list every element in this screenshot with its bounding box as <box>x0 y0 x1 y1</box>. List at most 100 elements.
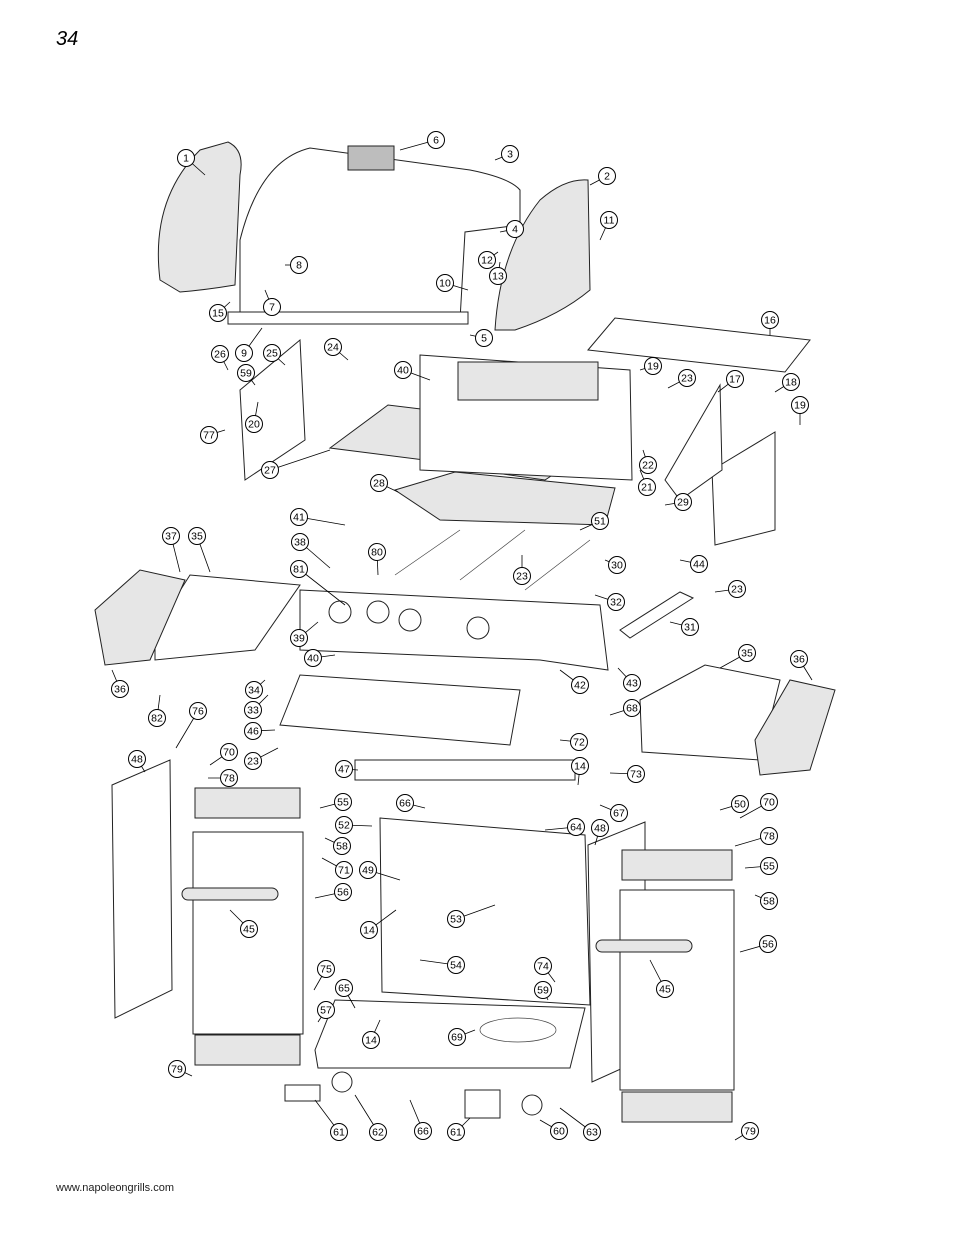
part-callout-10: 10 <box>436 274 454 292</box>
part-callout-79: 79 <box>168 1060 186 1078</box>
part-callout-36: 36 <box>111 680 129 698</box>
callout-circle <box>304 649 322 667</box>
part-callout-62: 62 <box>369 1123 387 1141</box>
part-callout-41: 41 <box>290 508 308 526</box>
callout-circle <box>334 793 352 811</box>
burner-tubes <box>394 529 591 591</box>
callout-number: 37 <box>165 531 177 543</box>
part-callout-25: 25 <box>263 344 281 362</box>
callout-circle <box>534 957 552 975</box>
part-callout-23: 23 <box>513 567 531 585</box>
callout-circle <box>760 827 778 845</box>
callout-circle <box>359 861 377 879</box>
part-callout-38: 38 <box>291 533 309 551</box>
callout-number: 55 <box>763 861 775 873</box>
lid-end-cap-left <box>157 141 242 293</box>
callout-number: 20 <box>248 419 260 431</box>
part-callout-40: 40 <box>394 361 412 379</box>
callout-circle <box>447 1123 465 1141</box>
callout-circle <box>317 1001 335 1019</box>
callout-number: 36 <box>114 684 126 696</box>
callout-number: 31 <box>684 622 696 634</box>
callout-circle <box>591 512 609 530</box>
part-callout-70: 70 <box>760 793 778 811</box>
leader-line <box>269 449 331 471</box>
part-callout-3: 3 <box>501 145 519 163</box>
part-callout-52: 52 <box>335 816 353 834</box>
callout-circle <box>335 760 353 778</box>
callout-number: 29 <box>677 497 689 509</box>
callout-number: 40 <box>397 365 409 377</box>
part-callout-66: 66 <box>414 1122 432 1140</box>
callout-circle <box>570 733 588 751</box>
callout-circle <box>475 329 493 347</box>
callout-circle <box>244 722 262 740</box>
door-trim-bottom-left <box>194 1034 301 1066</box>
part-callout-18: 18 <box>782 373 800 391</box>
temperature-gauge <box>347 145 395 171</box>
part-callout-4: 4 <box>506 220 524 238</box>
callout-number: 61 <box>450 1127 462 1139</box>
callout-circle <box>290 560 308 578</box>
callout-circle <box>567 818 585 836</box>
part-callout-5: 5 <box>475 329 493 347</box>
callout-number: 71 <box>338 865 350 877</box>
callout-circle <box>591 819 609 837</box>
control-knob-4 <box>466 616 490 640</box>
callout-circle <box>534 981 552 999</box>
callout-number: 54 <box>450 960 462 972</box>
part-callout-40: 40 <box>304 649 322 667</box>
callout-number: 59 <box>537 985 549 997</box>
part-callout-47: 47 <box>335 760 353 778</box>
part-callout-23: 23 <box>728 580 746 598</box>
callout-circle <box>369 1123 387 1141</box>
callout-number: 21 <box>641 482 653 494</box>
callout-circle <box>394 361 412 379</box>
part-callout-35: 35 <box>188 527 206 545</box>
callout-circle <box>335 861 353 879</box>
callout-circle <box>211 345 229 363</box>
callout-number: 14 <box>365 1035 377 1047</box>
callout-number: 22 <box>642 460 654 472</box>
cart-side-panel-left <box>111 759 173 1019</box>
part-callout-72: 72 <box>570 733 588 751</box>
callout-number: 12 <box>481 255 493 267</box>
side-shelf-end-right <box>754 679 836 776</box>
part-callout-59: 59 <box>534 981 552 999</box>
part-callout-53: 53 <box>447 910 465 928</box>
callout-circle <box>263 344 281 362</box>
callout-number: 66 <box>417 1126 429 1138</box>
callout-circle <box>627 765 645 783</box>
part-callout-6: 6 <box>427 131 445 149</box>
callout-circle <box>128 750 146 768</box>
part-callout-55: 55 <box>334 793 352 811</box>
callout-circle <box>674 493 692 511</box>
part-callout-24: 24 <box>324 338 342 356</box>
leg-leveler-right <box>464 1089 501 1119</box>
callout-circle <box>290 508 308 526</box>
callout-number: 23 <box>681 373 693 385</box>
part-callout-15: 15 <box>209 304 227 322</box>
callout-number: 81 <box>293 564 305 576</box>
callout-number: 47 <box>338 764 350 776</box>
footer-website: www.napoleongrills.com <box>56 1182 174 1194</box>
side-panel-right <box>664 383 723 501</box>
callout-number: 23 <box>516 571 528 583</box>
callout-circle <box>324 338 342 356</box>
callout-circle <box>761 311 779 329</box>
callout-circle <box>448 1028 466 1046</box>
part-callout-26: 26 <box>211 345 229 363</box>
callout-circle <box>513 567 531 585</box>
callout-circle <box>168 1060 186 1078</box>
callout-circle <box>362 1031 380 1049</box>
part-callout-43: 43 <box>623 674 641 692</box>
callout-circle <box>290 256 308 274</box>
flame-tamers <box>393 471 616 526</box>
control-knob-3 <box>398 608 422 632</box>
callout-circle <box>656 980 674 998</box>
callout-number: 35 <box>191 531 203 543</box>
callout-number: 38 <box>294 537 306 549</box>
callout-circle <box>220 743 238 761</box>
callout-number: 35 <box>741 648 753 660</box>
door-handle-left <box>181 887 279 901</box>
